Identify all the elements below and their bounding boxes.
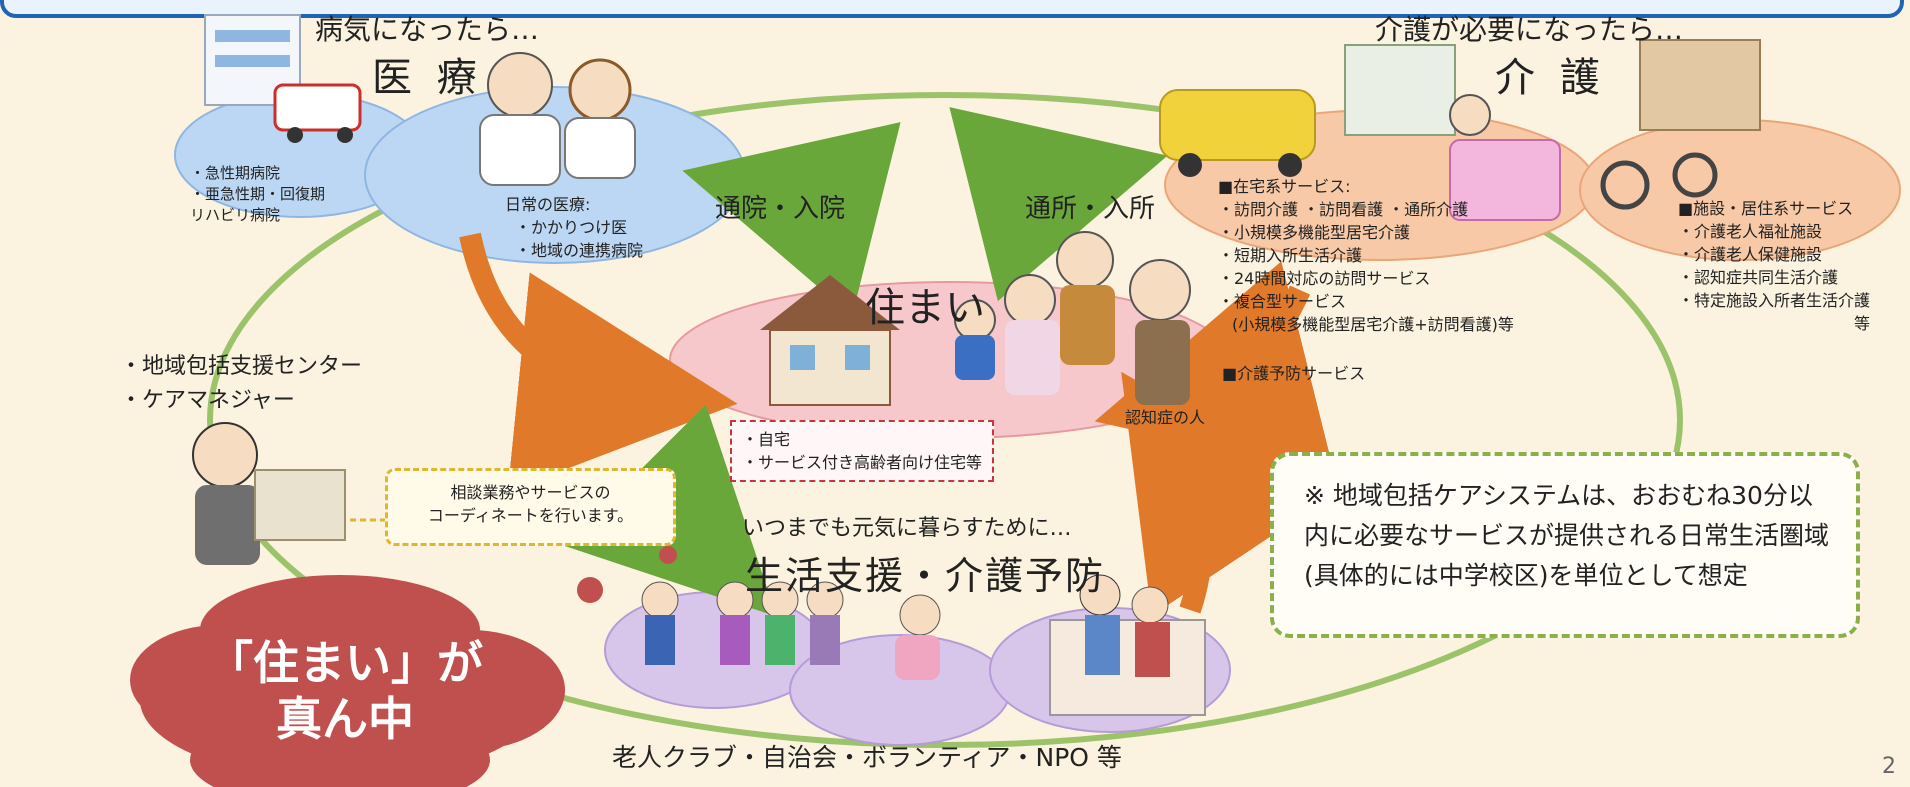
family-icon: [954, 231, 1191, 405]
facility-item: ・介護老人福祉施設: [1678, 222, 1823, 241]
home-service-item: ・短期入所生活介護: [1218, 246, 1363, 265]
home-services-list: ■在宅系サービス: ・訪問介護 ・訪問看護 ・通所介護 ・小規模多機能型居宅介護…: [1218, 175, 1514, 336]
consult-line: コーディネートを行います。: [427, 506, 634, 525]
facility-list: ■施設・居住系サービス ・介護老人福祉施設 ・介護老人保健施設 ・認知症共同生活…: [1678, 197, 1870, 335]
arrow-life-to-home: [1121, 371, 1335, 616]
home-item: ・サービス付き高齢者向け住宅等: [742, 453, 983, 472]
home-service-item: ・小規模多機能型居宅介護: [1218, 223, 1411, 242]
community-groups: 老人クラブ・自治会・ボランティア・NPO 等: [612, 743, 1122, 772]
daily-medical-title: 日常の医療:: [505, 195, 591, 214]
ambulance-icon: [273, 83, 362, 143]
life-title: 生活支援・介護予防: [745, 554, 1106, 598]
home-services-title: ■在宅系サービス:: [1218, 177, 1351, 196]
home-service-item: (小規模多機能型居宅介護+訪問看護)等: [1232, 315, 1514, 334]
facility-item: ・特定施設入所者生活介護: [1678, 291, 1871, 310]
flow-care-label: 通所・入所: [1025, 194, 1156, 224]
facility-item: ・介護老人保健施設: [1678, 245, 1823, 264]
page-number: 2: [1882, 754, 1896, 779]
daily-medical-item: ・地域の連携病院: [515, 241, 644, 260]
hospital-item: リハビリ病院: [190, 206, 281, 224]
care-heading: 介護が必要になったら…: [1375, 13, 1684, 46]
gardening-icon: [1049, 574, 1206, 716]
arrow-home-to-life: [564, 404, 777, 617]
hospital-item: ・亜急性期・回復期: [190, 185, 326, 203]
care-van-icon: [1159, 89, 1316, 177]
wheelchair-icon: [1600, 152, 1718, 210]
arrow-home-to-care: [949, 107, 1168, 302]
home-service-item: ・訪問介護 ・訪問看護 ・通所介護: [1218, 200, 1469, 219]
daily-medical-item: ・かかりつけ医: [515, 218, 628, 237]
callout-line: 「住まい」が: [207, 636, 483, 690]
consult-box: 相談業務やサービスの コーディネートを行います。: [385, 468, 676, 546]
facility-item: ・認知症共同生活介護: [1678, 268, 1839, 287]
note-text: ※ 地域包括ケアシステムは、おおむね30分以内に必要なサービスが提供される日常生…: [1304, 481, 1830, 590]
hospital-list: ・急性期病院 ・亜急性期・回復期 リハビリ病院: [190, 163, 325, 226]
header-frame: [0, 0, 1904, 18]
home-list: ・自宅 ・サービス付き高齢者向け住宅等: [730, 420, 995, 482]
support-center-list: ・地域包括支援センター ・ケアマネジャー: [120, 350, 362, 418]
care-manager-icon: [192, 422, 346, 565]
home-service-item: ・複合型サービス: [1218, 292, 1347, 311]
house-icon: [760, 275, 900, 406]
daily-medical-list: 日常の医療: ・かかりつけ医 ・地域の連携病院: [505, 193, 643, 262]
arrow-home-to-medical: [682, 122, 901, 317]
seniors-group-icon: [641, 581, 941, 680]
note-box: ※ 地域包括ケアシステムは、おおむね30分以内に必要なサービスが提供される日常生…: [1270, 452, 1860, 638]
dementia-label: 認知症の人: [1125, 408, 1206, 427]
consult-text: 相談業務やサービスの コーディネートを行います。: [388, 481, 673, 527]
life-lead: いつまでも元気に暮らすために…: [742, 516, 1072, 541]
bath-care-icon: [1449, 94, 1561, 221]
hospital-item: ・急性期病院: [190, 164, 281, 182]
medical-heading: 病気になったら…: [315, 13, 540, 46]
facility-etc: 等: [1854, 314, 1871, 333]
callout-line: 真ん中: [276, 692, 414, 746]
arrow-medical-to-home: [459, 232, 738, 492]
flow-hospital-label: 通院・入院: [715, 194, 846, 224]
home-item: ・自宅: [742, 430, 791, 449]
medical-title: 医 療: [372, 55, 483, 101]
facility-title: ■施設・居住系サービス: [1678, 199, 1854, 218]
support-center-item: ・ケアマネジャー: [120, 388, 295, 413]
home-title: 住まい: [865, 285, 985, 331]
consult-line: 相談業務やサービスの: [450, 483, 611, 502]
callout-cloud: [130, 546, 677, 787]
care-title: 介 護: [1495, 55, 1606, 101]
callout-text: 「住まい」が 真ん中: [190, 635, 500, 747]
home-service-item: ・24時間対応の訪問サービス: [1218, 269, 1431, 288]
community-ring: [207, 92, 1683, 748]
support-center-item: ・地域包括支援センター: [120, 354, 363, 379]
doctor-nurse-icon: [479, 52, 636, 186]
prevention-service: ■介護予防サービス: [1222, 364, 1366, 383]
care-facility-icon: [1344, 39, 1761, 136]
